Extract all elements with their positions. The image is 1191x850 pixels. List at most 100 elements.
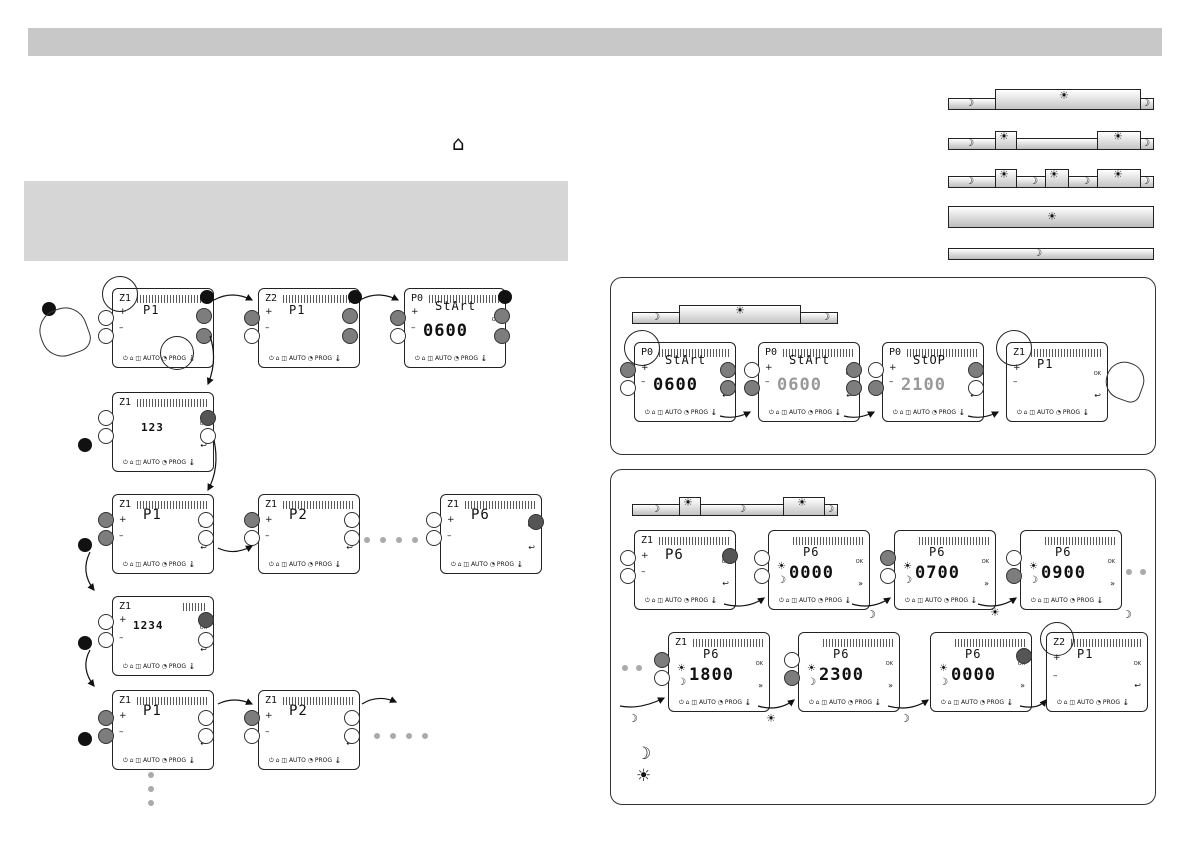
plus-button[interactable] — [426, 512, 442, 528]
minus-button[interactable] — [98, 530, 114, 546]
return-button[interactable] — [344, 530, 360, 546]
minus-label: – — [1013, 377, 1018, 387]
ok-button[interactable] — [198, 612, 214, 628]
minus-button[interactable] — [1006, 568, 1022, 584]
return-button[interactable] — [198, 632, 214, 648]
mode-icons: ⏻ ⌂ ◫ AUTO ◔ PROG 🌡 — [269, 757, 342, 764]
return-button[interactable] — [846, 380, 862, 396]
plus-button[interactable] — [98, 410, 114, 426]
sun-icon: ☀ — [1059, 89, 1069, 102]
minus-button[interactable] — [880, 568, 896, 584]
minus-button[interactable] — [754, 568, 770, 584]
moon-icon: ☽ — [737, 504, 746, 515]
minus-button[interactable] — [98, 728, 114, 744]
ok-button[interactable] — [200, 410, 216, 426]
plus-button[interactable] — [620, 550, 636, 566]
ok-button[interactable] — [720, 362, 736, 378]
plus-button[interactable] — [1006, 550, 1022, 566]
minus-button[interactable] — [244, 328, 260, 344]
return-button[interactable] — [494, 328, 510, 344]
return-button[interactable] — [198, 728, 214, 744]
program-label: P1 — [289, 303, 306, 317]
plus-label: + — [265, 515, 273, 525]
minus-button[interactable] — [244, 728, 260, 744]
plus-button[interactable] — [654, 652, 670, 668]
zoom-circle — [996, 330, 1032, 366]
return-button[interactable] — [344, 728, 360, 744]
minus-button[interactable] — [868, 380, 884, 396]
plus-button[interactable] — [390, 310, 406, 326]
moon-icon: ☽ — [1033, 248, 1042, 259]
minus-label: – — [641, 377, 646, 387]
header-band — [28, 28, 1162, 56]
program-label: P2 — [289, 703, 308, 719]
zone-label: Z1 — [119, 499, 132, 510]
ok-button[interactable] — [1016, 648, 1032, 664]
plus-label: + — [641, 551, 649, 561]
plus-button[interactable] — [754, 550, 770, 566]
return-button[interactable] — [200, 428, 216, 444]
sun-icon: ☀ — [807, 663, 816, 674]
plus-button[interactable] — [244, 310, 260, 326]
plus-button[interactable] — [784, 652, 800, 668]
return-button[interactable] — [198, 530, 214, 546]
plus-button[interactable] — [98, 710, 114, 726]
return-icon: ↩ — [1134, 681, 1141, 690]
ok-button[interactable] — [344, 512, 360, 528]
minus-button[interactable] — [98, 328, 114, 344]
minus-button[interactable] — [784, 670, 800, 686]
ok-button[interactable] — [722, 548, 738, 564]
plus-button[interactable] — [98, 310, 114, 326]
moon-icon: ☽ — [821, 312, 830, 323]
plus-button[interactable] — [244, 512, 260, 528]
plus-button[interactable] — [880, 550, 896, 566]
thermostat-display: P6 ☀ ☽ 0000 OK » ⏻ ⌂ ◫ AUTO ◔ PROG 🌡 — [930, 632, 1032, 712]
return-button[interactable] — [196, 328, 212, 344]
minus-button[interactable] — [98, 632, 114, 648]
plus-button[interactable] — [620, 362, 636, 378]
plus-button[interactable] — [98, 512, 114, 528]
minus-button[interactable] — [390, 328, 406, 344]
program-bar-4: ☀ — [948, 206, 1154, 228]
mode-icons: ⏻ ⌂ ◫ AUTO ◔ PROG 🌡 — [123, 663, 196, 670]
plus-button[interactable] — [244, 710, 260, 726]
mode-icons: ⏻ ⌂ ◫ AUTO ◔ PROG 🌡 — [809, 699, 882, 706]
minus-button[interactable] — [620, 380, 636, 396]
return-button[interactable] — [720, 380, 736, 396]
return-button[interactable] — [968, 380, 984, 396]
thermostat-display: Z1 1234 + – OK ↩ ⏻ ⌂ ◫ AUTO ◔ PROG 🌡 — [112, 596, 214, 676]
minus-label: – — [641, 567, 646, 577]
return-icon: ↩ — [722, 579, 729, 588]
plus-button[interactable] — [744, 362, 760, 378]
ok-button[interactable] — [196, 308, 212, 324]
time-readout: 0600 — [423, 321, 468, 341]
sun-icon: ☀ — [999, 168, 1009, 181]
thermostat-display: P6 ☀ ☽ 0000 OK » ⏻ ⌂ ◫ AUTO ◔ PROG 🌡 — [768, 530, 870, 610]
minus-button[interactable] — [98, 428, 114, 444]
minus-button[interactable] — [744, 380, 760, 396]
plus-button[interactable] — [868, 362, 884, 378]
minus-button[interactable] — [654, 670, 670, 686]
plus-button[interactable] — [98, 614, 114, 630]
ok-button[interactable] — [846, 362, 862, 378]
ok-button[interactable] — [528, 514, 544, 530]
sun-icon: ☀ — [999, 130, 1009, 143]
ok-button[interactable] — [968, 362, 984, 378]
ok-button[interactable] — [198, 512, 214, 528]
ok-button[interactable] — [342, 308, 358, 324]
program-label: P1 — [143, 303, 160, 317]
continuation-dot — [1140, 569, 1146, 575]
moon-legend-icon: ☽ — [636, 744, 652, 764]
minus-button[interactable] — [426, 530, 442, 546]
return-button[interactable] — [342, 328, 358, 344]
sun-icon: ☀ — [1113, 168, 1123, 181]
moon-icon: ☽ — [965, 138, 974, 149]
ok-button[interactable] — [344, 710, 360, 726]
mode-icons: ⏻ ⌂ ◫ AUTO ◔ PROG 🌡 — [769, 409, 842, 416]
minus-button[interactable] — [620, 568, 636, 584]
forward-icon: » — [758, 681, 763, 690]
program-bar-3: ☽ ☀ ☽ ☀ ☽ ☀ ☽ — [948, 168, 1154, 189]
ok-button[interactable] — [198, 710, 214, 726]
ok-button[interactable] — [494, 308, 510, 324]
continuation-dot — [390, 733, 396, 739]
